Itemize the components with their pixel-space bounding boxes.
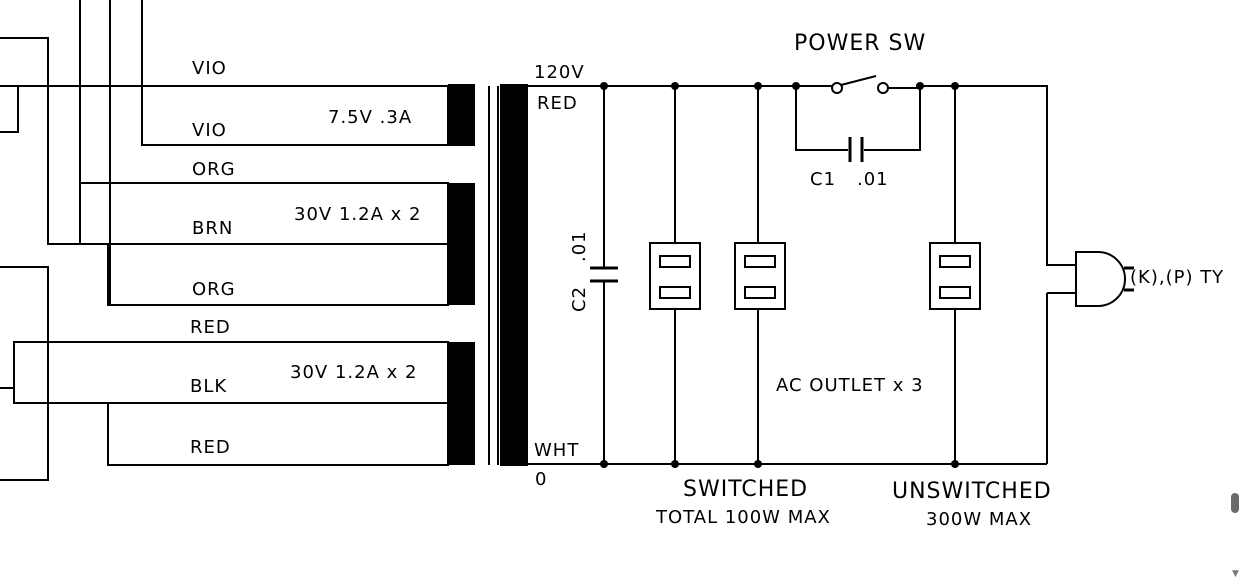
label-zero: 0 (535, 469, 547, 490)
label-c2-name: C2 (569, 286, 590, 312)
label-switched: SWITCHED (683, 477, 808, 502)
primary-winding (500, 84, 528, 466)
winding-core-3 (448, 342, 475, 465)
label-c2-value: .01 (569, 230, 590, 262)
capacitor-c1 (795, 86, 921, 162)
primary-bus (528, 85, 1076, 465)
label-switched-max: TOTAL 100W MAX (655, 507, 831, 528)
outlet-2 (734, 82, 786, 468)
label-brn: BRN (192, 218, 233, 239)
power-switch (792, 75, 924, 94)
label-ac-outlet: AC OUTLET x 3 (776, 375, 924, 396)
chevron-down-icon[interactable]: ▼ (1232, 569, 1239, 579)
scroll-thumb[interactable] (1231, 493, 1239, 513)
label-org-2: ORG (192, 279, 236, 300)
label-unswitched: UNSWITCHED (892, 479, 1052, 504)
label-red-1: RED (190, 317, 231, 338)
left-wiring (0, 0, 470, 481)
vertical-scrollbar[interactable]: ▼ (1228, 0, 1244, 581)
label-vio-bottom: VIO (192, 120, 227, 141)
label-winding-1: 7.5V .3A (328, 107, 412, 128)
outlet-1 (649, 82, 701, 468)
winding-core-2 (448, 183, 475, 305)
winding-core-1 (448, 84, 475, 146)
label-red-2: RED (190, 437, 231, 458)
wire-labels: VIO VIO ORG BRN ORG RED BLK RED 7.5V .3A… (190, 31, 1224, 530)
label-plug: (K),(P) TY (1130, 267, 1224, 288)
label-org-1: ORG (192, 159, 236, 180)
label-primary-wht: WHT (534, 440, 579, 461)
label-power-sw: POWER SW (794, 31, 926, 56)
label-primary-red: RED (537, 93, 578, 114)
outlet-3 (929, 82, 981, 468)
transformer-core (488, 84, 528, 466)
label-winding-3: 30V 1.2A x 2 (290, 362, 417, 383)
label-vio-top: VIO (192, 58, 227, 79)
ac-plug-icon (1075, 251, 1134, 307)
label-c1-value: .01 (857, 169, 889, 190)
label-120v: 120V (534, 62, 585, 83)
capacitor-c2 (590, 82, 618, 468)
label-winding-2: 30V 1.2A x 2 (294, 204, 421, 225)
secondary-windings (13, 84, 475, 466)
label-unswitched-max: 300W MAX (926, 509, 1032, 530)
label-c1-name: C1 (810, 169, 836, 190)
label-blk: BLK (190, 376, 227, 397)
